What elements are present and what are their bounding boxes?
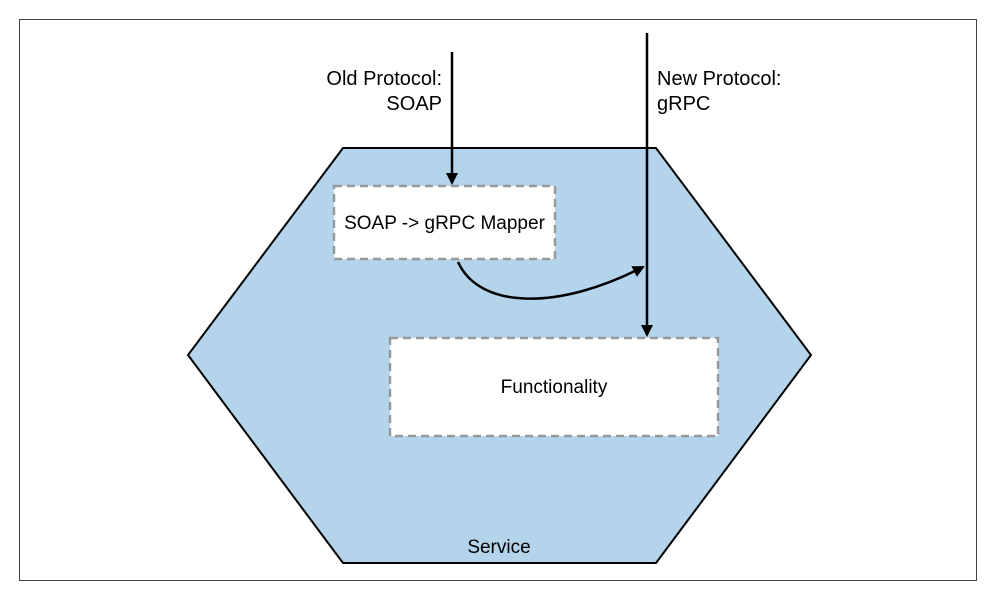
functionality-label: Functionality [501, 377, 608, 398]
service-label: Service [467, 537, 530, 558]
functionality-box [388, 336, 720, 438]
mapper-label: SOAP -> gRPC Mapper [344, 213, 545, 234]
mapper-to-grpc-arrow [456, 261, 645, 300]
old-protocol-label-line2: SOAP [386, 93, 442, 115]
new-protocol-label-line2: gRPC [657, 93, 710, 115]
mapper-box [332, 184, 557, 261]
old-protocol-label-line1: Old Protocol: [326, 68, 442, 90]
new-protocol-label-line1: New Protocol: [657, 68, 782, 90]
